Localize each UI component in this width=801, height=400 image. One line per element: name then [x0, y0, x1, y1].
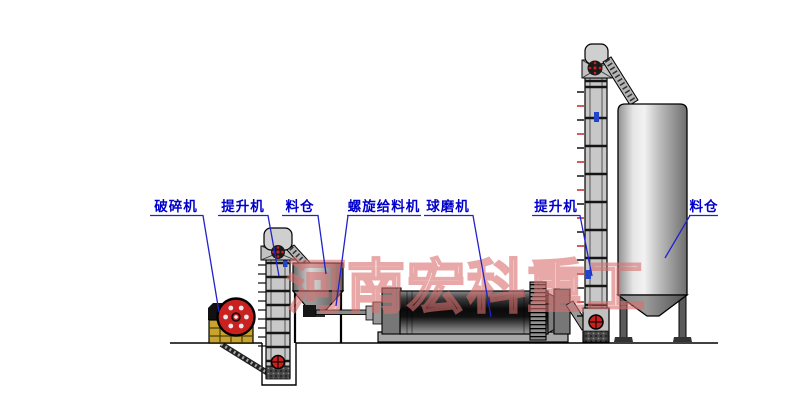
- mill-shell: [399, 290, 549, 335]
- silo-shell: [617, 103, 688, 296]
- label-storage-silo: 料仓: [690, 198, 719, 215]
- screw-feeder-motor: [303, 305, 316, 317]
- elevator2-head-pulley-icon: [587, 60, 603, 76]
- silo-foot-right: [673, 337, 692, 342]
- bucket-elevator-right: [577, 43, 639, 343]
- elevator2-sensor-lower: [586, 270, 591, 279]
- crusher-flywheel-icon: [216, 297, 256, 337]
- label-feed-hopper: 料仓: [286, 198, 315, 215]
- jaw-crusher: [208, 297, 256, 344]
- elevator2-discharge-chute: [602, 56, 639, 106]
- hopper-stand: [293, 291, 343, 343]
- elevator2-boot: [582, 307, 610, 343]
- watermark-text: 河南宏科重工: [287, 253, 647, 321]
- label-bucket-elevator-left: 提升机: [221, 198, 265, 215]
- elevator2-sensor-upper: [594, 112, 599, 122]
- elevator2-ticks-black: [577, 91, 584, 317]
- elevator-pit: [261, 343, 297, 386]
- storage-silo: [614, 103, 692, 342]
- silo-cone: [615, 294, 689, 317]
- label-screw-feeder: 螺旋给料机: [348, 198, 421, 215]
- elevator1-boot: [265, 354, 291, 380]
- label-bucket-elevator-right: 提升机: [534, 198, 578, 215]
- ball-mill: [365, 281, 590, 343]
- label-ball-mill: 球磨机: [426, 198, 470, 215]
- elevator1-sensor: [283, 258, 288, 267]
- silo-foot-left: [614, 337, 633, 342]
- label-crusher: 破碎机: [154, 198, 198, 215]
- hopper-shell: [292, 262, 344, 292]
- elevator1-ticks: [258, 264, 266, 347]
- elevator1-crossbars: [266, 261, 290, 363]
- mill-girth-gear: [529, 281, 547, 341]
- leader-lines: [150, 214, 718, 318]
- callout-labels: 破碎机 提升机 料仓 螺旋给料机 球磨机 提升机 料仓: [150, 198, 719, 318]
